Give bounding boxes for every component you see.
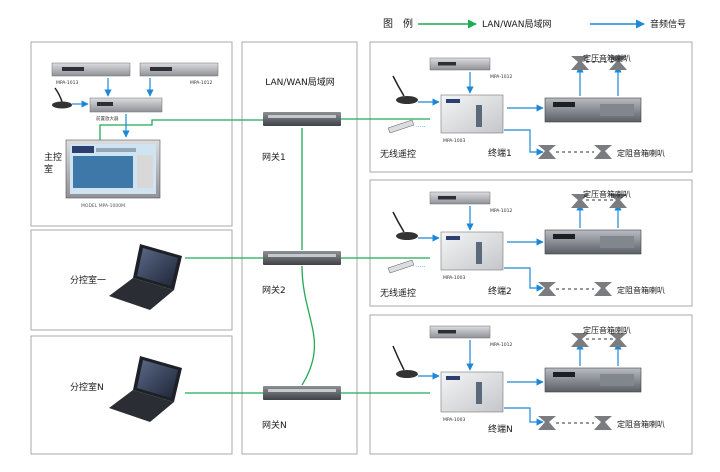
- network-title: LAN/WAN局域网: [265, 76, 334, 88]
- terminal-device-1: [440, 94, 504, 134]
- amplifier-1: [544, 97, 642, 123]
- terminal-n-speaker-impedance: 定阻音箱喇叭: [617, 419, 665, 429]
- network-links: [99, 118, 430, 394]
- terminal-2-speaker-impedance: 定阻音箱喇叭: [617, 285, 665, 295]
- terminal-2-player-model: MPA-1012: [490, 208, 513, 214]
- svg-text:·····: ·····: [416, 124, 426, 131]
- main-room-label-line: 室: [44, 163, 53, 175]
- network-panel: [241, 41, 358, 455]
- label-mixer: 前置放大器: [96, 115, 119, 122]
- terminal-device-2: [440, 231, 504, 271]
- main-host-cabinet: [65, 139, 161, 199]
- gateway-switch-n: [263, 386, 341, 400]
- terminal-1-player-model: MPA-1012: [490, 74, 513, 80]
- legend-title: 图 例: [383, 17, 413, 30]
- label-host-model: MODEL MPA-1000M: [81, 203, 125, 209]
- player-unit-n: [429, 325, 491, 339]
- amplifier-2: [544, 229, 642, 255]
- terminal-n-panel: [369, 314, 693, 455]
- terminal-1-speaker-voltage: 定压音箱喇叭: [583, 53, 631, 63]
- remote-control-1: ·····: [387, 119, 426, 134]
- speaker-constant-voltage-n: [571, 333, 627, 347]
- microphone-terminal-2: [392, 211, 418, 240]
- legend-network-label: LAN/WAN局域网: [482, 18, 551, 30]
- microphone-terminal-1: [392, 75, 418, 104]
- speaker-constant-voltage-1: [571, 56, 627, 70]
- rack-unit-mpa1012: [139, 62, 219, 77]
- audio-links-main-room: [72, 78, 154, 138]
- gateway-label-1: 网关1: [262, 151, 286, 163]
- laptop-sub-n: [109, 356, 182, 422]
- label-mpa1013: MPA-1013: [56, 80, 79, 86]
- terminal-n-speaker-voltage: 定压音箱喇叭: [583, 325, 631, 335]
- rack-unit-mpa1013: [51, 62, 131, 77]
- player-unit-2: [429, 191, 491, 205]
- terminal-2-label: 终端2: [488, 285, 512, 297]
- sub-room-n-label: 分控室N: [70, 381, 104, 393]
- audio-links-terminal-2: [418, 203, 622, 292]
- terminal-2-model: MPA-1003: [443, 275, 466, 281]
- laptop-sub-1: [109, 244, 182, 310]
- terminal-n-model: MPA-1003: [443, 417, 466, 423]
- terminal-1-model: MPA-1003: [443, 138, 466, 144]
- speaker-constant-impedance-n: [538, 416, 612, 430]
- label-mpa1012-main: MPA-1012: [190, 80, 213, 86]
- legend: 图 例 LAN/WAN局域网 音频信号: [383, 17, 686, 30]
- gateway-label-n: 网关N: [262, 419, 287, 431]
- gateway-label-2: 网关2: [262, 284, 286, 296]
- terminal-device-n: [440, 371, 504, 413]
- terminal-1-remote-label: 无线遥控: [380, 148, 416, 160]
- audio-links-terminal-1: [418, 65, 622, 156]
- microphone-terminal-n: [392, 345, 418, 378]
- mixer-unit: [89, 97, 163, 113]
- legend-audio-label: 音频信号: [650, 18, 686, 30]
- sub-room-1-label: 分控室一: [70, 274, 106, 286]
- main-room-label: 主控室: [44, 151, 62, 175]
- amplifier-n: [544, 367, 642, 393]
- gateway-switch-2: [263, 251, 341, 265]
- terminal-1-speaker-impedance: 定阻音箱喇叭: [617, 148, 665, 158]
- terminal-2-remote-label: 无线遥控: [380, 287, 416, 299]
- terminal-n-player-model: MPA-1012: [490, 342, 513, 348]
- svg-text:·····: ·····: [416, 264, 426, 271]
- terminal-n-label: 终端N: [488, 423, 513, 435]
- speaker-constant-impedance-2: [538, 282, 612, 296]
- network-link-main: [99, 119, 264, 140]
- microphone-main: [52, 87, 72, 109]
- player-unit-1: [429, 57, 491, 71]
- speaker-constant-impedance-1: [538, 145, 612, 159]
- remote-control-2: ·····: [387, 259, 426, 274]
- network-trunk-2-n: [301, 265, 316, 386]
- terminal-1-label: 终端1: [488, 147, 512, 159]
- main-room-label-line: 主控: [44, 151, 62, 163]
- terminal-2-speaker-voltage: 定压音箱喇叭: [583, 189, 631, 199]
- gateway-switch-1: [263, 112, 341, 126]
- speaker-constant-voltage-2: [571, 194, 627, 208]
